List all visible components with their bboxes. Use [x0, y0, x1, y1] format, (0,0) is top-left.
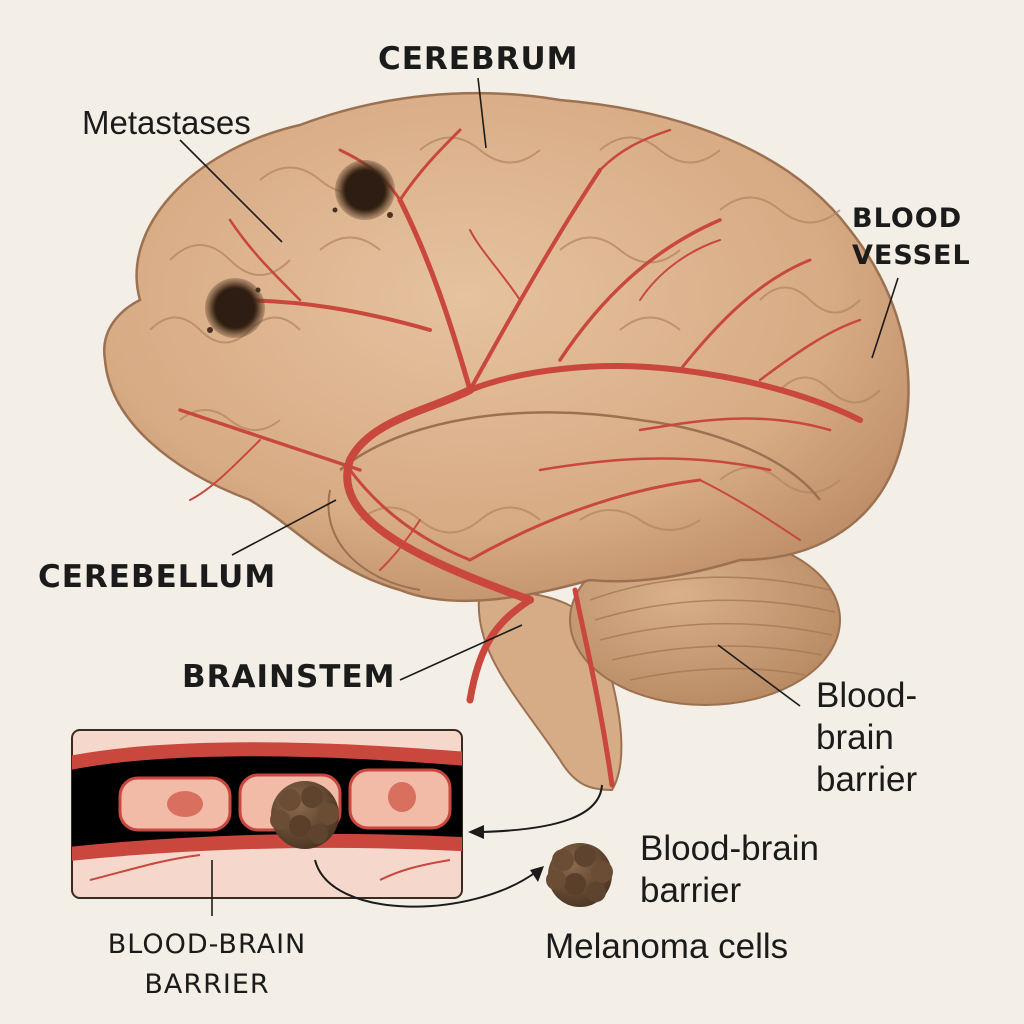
inset-vessel-detail [71, 729, 463, 916]
label-bbb-inset-line1: BLOOD-BRAIN [107, 929, 307, 960]
metastases-spots [205, 160, 395, 338]
label-cerebrum: CEREBRUM [378, 41, 579, 77]
label-blood-brain-barrier-inset: BLOOD-BRAIN BARRIER [72, 925, 342, 1005]
leader-lines [179, 77, 899, 707]
label-bbb-inset-line2: BARRIER [144, 969, 270, 1000]
label-brainstem: BRAINSTEM [182, 659, 396, 695]
blood-vessels [178, 128, 863, 788]
label-bbb-right-line2: brain [816, 718, 894, 757]
melanoma-cells-cluster [546, 843, 613, 907]
label-bbb-lower-line2: barrier [640, 871, 742, 910]
label-blood-vessel-line2: VESSEL [852, 240, 971, 271]
label-blood-brain-barrier-right: Blood- brain barrier [816, 675, 917, 801]
label-bbb-right-line3: barrier [816, 760, 918, 799]
label-blood-brain-barrier-lower: Blood-brain barrier [640, 828, 819, 912]
label-melanoma-cells: Melanoma cells [545, 927, 789, 966]
label-cerebellum: CEREBELLUM [38, 559, 277, 595]
label-metastases: Metastases [82, 104, 251, 141]
inset-melanoma-cluster [270, 781, 339, 849]
cerebrum-shape [102, 91, 910, 603]
label-blood-vessel: BLOOD VESSEL [852, 200, 971, 274]
label-blood-vessel-line1: BLOOD [852, 203, 963, 234]
arrows [314, 784, 603, 908]
label-bbb-right-line1: Blood- [816, 676, 918, 715]
label-bbb-lower-line1: Blood-brain [640, 829, 819, 868]
